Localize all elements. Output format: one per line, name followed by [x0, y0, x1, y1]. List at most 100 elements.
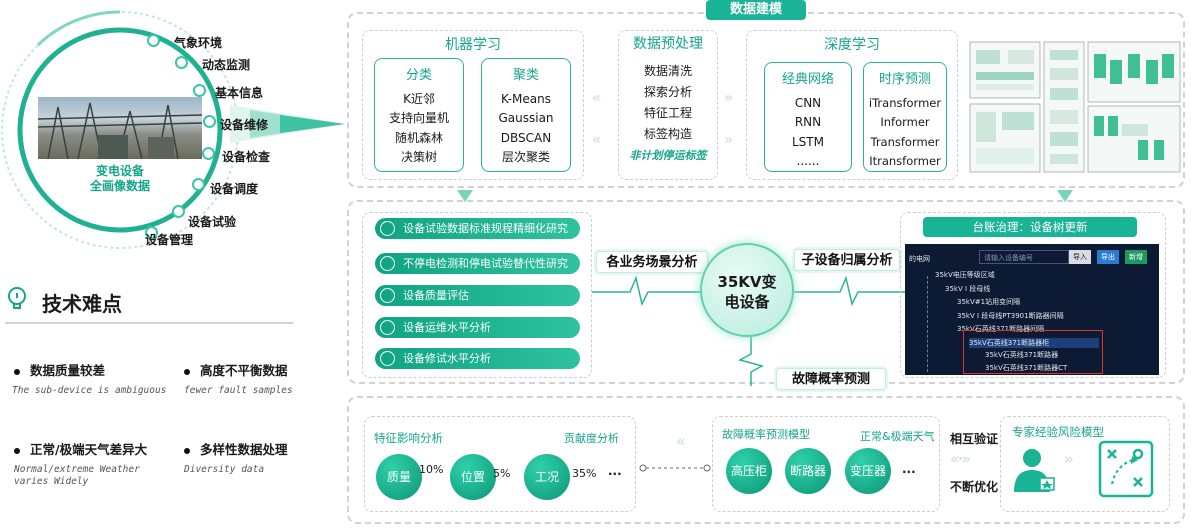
expert-person-icon: [1014, 449, 1055, 492]
highlight-box: [963, 330, 1103, 374]
bidirectional-arrow-icon: «·»: [950, 450, 971, 468]
check-icon: [380, 288, 395, 303]
classification-box: [374, 58, 464, 172]
preprocess-title: 数据预处理: [633, 36, 703, 52]
classic-net-item: CNN: [794, 95, 822, 110]
scenario-analysis-label: 各业务场景分析: [596, 251, 708, 273]
classic-net-title: 经典网络: [781, 72, 834, 87]
subdevice-attribution-label: 子设备归属分析: [794, 249, 900, 271]
pulse-line-left: [592, 275, 710, 307]
classification-item: K近邻: [403, 91, 435, 106]
down-arrow-icon: [457, 190, 473, 202]
device-bubble: 变压器: [845, 448, 891, 494]
bullet-icon: [14, 368, 20, 375]
scenario-list-panel: [362, 212, 592, 378]
tree-node[interactable]: 35kV电压等级区域: [935, 271, 995, 279]
device-bubble: 断路器: [785, 448, 831, 494]
down-arrow-icon: [1057, 190, 1073, 202]
center-device-line2: 电设备: [724, 293, 770, 311]
device-bubble: 高压柜: [726, 448, 772, 494]
clustering-item: Gaussian: [498, 111, 554, 125]
factor-pct: 5%: [493, 467, 511, 480]
difficulty-item: 高度不平衡数据 fewer fault samples: [184, 360, 293, 397]
tree-toolbar-label: 的电网: [909, 255, 930, 263]
ml-title: 机器学习: [445, 37, 501, 53]
check-icon: [380, 320, 395, 335]
contribution-title: 贡献度分析: [564, 432, 619, 445]
timeseries-col: 时序预测 iTransformer Informer Transformer I…: [863, 70, 947, 172]
tree-export-button[interactable]: 导出: [1097, 250, 1119, 264]
expert-panel: [1000, 416, 1170, 512]
difficulty-item: 多样性数据处理 Diversity data: [184, 439, 288, 476]
fault-model-panel: [712, 416, 940, 512]
expert-title: 专家经验风险模型: [1012, 425, 1104, 439]
orbit-item-monitoring: 动态监测: [202, 58, 251, 72]
orbit-dot: [175, 56, 188, 69]
lightbulb-icon: [8, 287, 26, 309]
preprocess-item: 探索分析: [643, 85, 692, 99]
mutual-verify-label: 相互验证: [950, 432, 999, 446]
continuous-optimize-label: 不断优化: [950, 480, 999, 494]
chevrons-left-icon: «: [592, 90, 602, 106]
modeling-title: 数据建模: [706, 0, 806, 20]
more-ellipsis: ...: [902, 462, 916, 476]
clustering-item: K-Means: [501, 91, 551, 106]
difficulty-en: The sub-device is ambiguous: [12, 385, 167, 396]
analysis-panel: [347, 200, 1185, 384]
tree-node[interactable]: 35kV石英线371断路器间隔: [957, 325, 1045, 333]
scenario-item: 设备试验数据标准规程精细化研究: [375, 218, 580, 239]
timeseries-item: Transformer: [870, 134, 940, 149]
pulse-line-down: [738, 336, 764, 386]
dl-title: 深度学习: [824, 37, 880, 53]
classification-col: 分类 K近邻 支持向量机 随机森林 决策树: [374, 66, 464, 168]
timeseries-item: Informer: [880, 115, 930, 129]
classic-net-item: RNN: [794, 115, 822, 129]
orbit-svg: [1, 10, 345, 249]
ledger-panel: [900, 212, 1166, 378]
timeseries-box: [863, 62, 947, 172]
orbit-center-line2: 全画像数据: [89, 179, 150, 193]
orbit-item-dispatch: 设备调度: [210, 182, 259, 196]
tree-guide-line: [927, 276, 928, 372]
orbit-item-weather: 气象环境: [174, 36, 223, 50]
classic-net-item: LSTM: [792, 134, 824, 149]
tree-add-button[interactable]: 新增: [1125, 250, 1147, 264]
tree-node[interactable]: 35kV I 段母线: [945, 285, 991, 293]
chevrons-left-icon: «: [676, 432, 686, 450]
classic-net-box: [764, 62, 852, 172]
preprocess-item: 数据清洗: [643, 64, 692, 78]
orbit-item-basic-info: 基本信息: [215, 86, 264, 100]
clustering-title: 聚类: [512, 68, 539, 83]
orbit-dot: [202, 147, 215, 160]
strategy-board-icon: [1098, 440, 1154, 498]
tree-node[interactable]: 35kV石英线371断路器CT: [985, 364, 1068, 372]
pulse-line-right: [790, 275, 908, 307]
chevrons-right-icon: »: [724, 132, 734, 148]
classification-item: 随机森林: [394, 130, 443, 145]
orbit-center-label: 变电设备 全画像数据: [40, 164, 200, 194]
weather-title: 正常&极端天气: [860, 430, 935, 443]
scenario-item: 设备运维水平分析: [375, 317, 580, 338]
clustering-col: 聚类 K-Means Gaussian DBSCAN 层次聚类: [481, 66, 571, 168]
orbit-dot: [193, 84, 206, 97]
difficulty-en: Diversity data: [184, 464, 265, 475]
factor-bubble: 位置: [450, 454, 496, 500]
tree-node[interactable]: 35kV I 段母线PT3901断路器间隔: [957, 312, 1064, 320]
difficulty-cn: 高度不平衡数据: [200, 363, 288, 378]
orbit-dot: [192, 178, 205, 191]
tree-node[interactable]: 35kV石英线371断路器: [985, 351, 1059, 359]
tree-node[interactable]: 35kV#1站用变间隔: [957, 298, 1021, 306]
bullet-icon: [14, 447, 20, 454]
orbit-dot: [145, 226, 158, 239]
tree-import-button[interactable]: 导入: [1069, 250, 1091, 264]
orbit-item-management: 设备管理: [145, 233, 194, 247]
tree-search-input[interactable]: 请输入设备编号: [979, 250, 1069, 264]
chevrons-right-icon: »: [724, 90, 734, 106]
tree-node-selected[interactable]: 35kV石英线371断路器柜: [969, 338, 1099, 348]
check-icon: [380, 256, 395, 271]
label-note: 非计划停运标签: [629, 149, 707, 162]
factor-pct: 10%: [419, 463, 444, 476]
chevrons-right-icon: »: [1064, 450, 1074, 468]
device-tree-screenshot: 的电网 请输入设备编号 导入 导出 新增 35kV电压等级区域 35kV I 段…: [905, 244, 1159, 375]
check-icon: [380, 351, 395, 366]
